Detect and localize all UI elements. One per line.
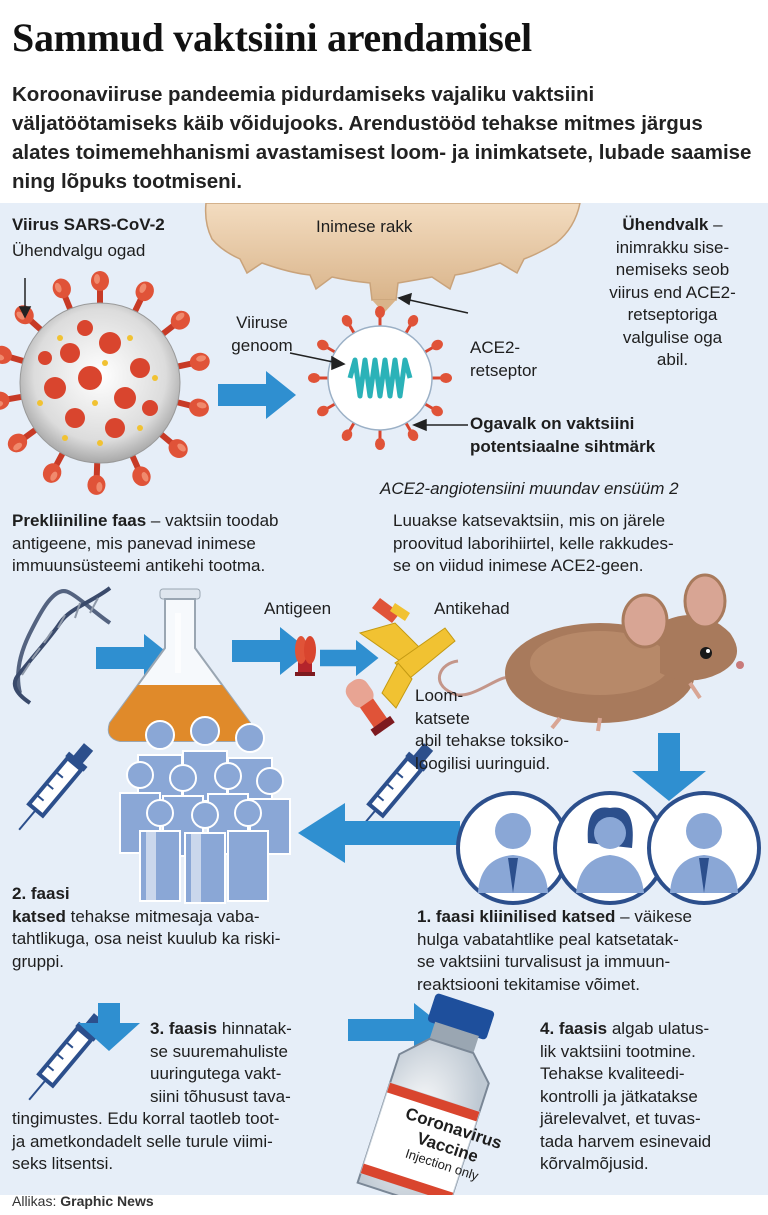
text-phase4: 4. faasis algab ulatus- lik vaktsiini to… (540, 1019, 712, 1173)
syringe-bottom-illustration (28, 1013, 104, 1101)
label-spikes: Ühendvalgu ogad (12, 241, 146, 260)
text-mice: Luuakse katsevaktsiin, mis on järele pro… (393, 511, 674, 575)
text-preclinical: Prekliiniline faas – vaktsiin toodab ant… (12, 511, 279, 575)
mouse-illustration (438, 573, 744, 732)
people-group-illustration (119, 716, 291, 904)
genome-cell-illustration (308, 306, 452, 450)
label-antibodies: Antikehad (434, 599, 510, 618)
text-animal-tests: Loom- katsete abil tehakse toksiko- loog… (415, 686, 570, 773)
arrow-down-mouse (632, 733, 706, 801)
virus-illustration (0, 271, 212, 496)
text-phase1: 1. faasi kliinilised katsed – väikese hu… (417, 907, 692, 994)
text-uhendvalk: Ühendvalk – inimrakku sise- nemiseks seo… (609, 215, 736, 369)
text-phase3-top: 3. faasis hinnatak- se suuremahuliste uu… (150, 1019, 292, 1106)
infographic-art (0, 203, 761, 1195)
label-antigen: Antigeen (264, 599, 332, 618)
arrow-left-phase2 (298, 803, 460, 863)
syringe-right-illustration (358, 743, 434, 831)
dna-illustration (12, 586, 112, 705)
pointer-lines (18, 278, 469, 432)
arrow-down-phase3 (78, 1003, 140, 1051)
human-cell-illustration (204, 203, 581, 313)
vaccine-vial-illustration (356, 993, 495, 1195)
antibody-illustration (345, 598, 456, 737)
label-ace2-definition: ACE2-angiotensiini muundav ensüüm 2 (380, 479, 679, 498)
lead-paragraph: Koroonaviiruse pandeemia pidurdamiseks v… (12, 83, 752, 193)
source-credit: Allikas: Graphic News (12, 1193, 154, 1209)
text-phase3-bottom: tingimustes. Edu korral taotleb toot- ja… (12, 1109, 280, 1173)
label-human-cell: Inimese rakk (316, 217, 413, 236)
label-ace2: ACE2-retseptor (470, 338, 538, 380)
label-virus: Viirus SARS-CoV-2 (12, 215, 165, 234)
syringe-left-illustration (18, 743, 94, 831)
volunteer-portraits-illustration (456, 791, 761, 905)
antigen-illustration (295, 636, 316, 676)
page-title: Sammud vaktsiini arendamisel (12, 15, 532, 60)
text-phase2: 2. faasi katsed tehakse mitmesaja vaba- … (12, 884, 281, 971)
